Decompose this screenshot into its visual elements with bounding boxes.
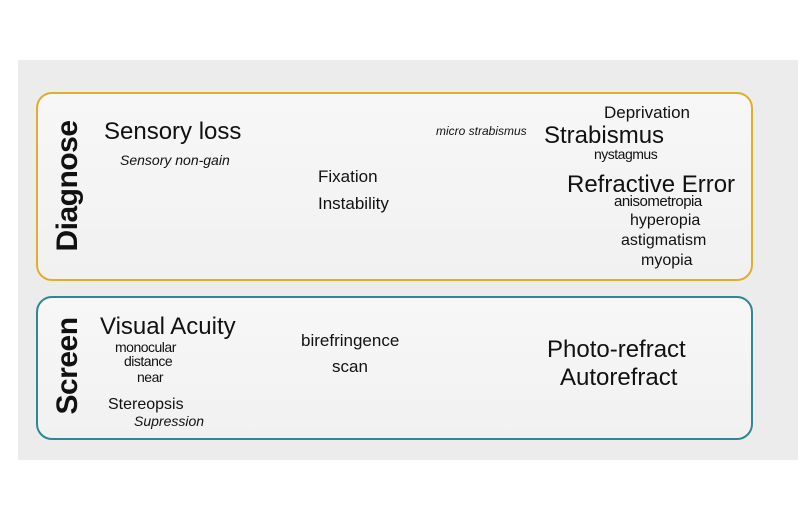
stereopsis-text: Stereopsis	[108, 396, 184, 413]
fixation-text: Fixation	[318, 167, 378, 186]
diagnose-label: Diagnose	[51, 120, 84, 252]
diagram-canvas: Diagnose Sensory loss Sensory non-gain F…	[18, 60, 798, 460]
instability-text: Instability	[318, 194, 389, 213]
supression-text: Supression	[134, 413, 205, 429]
screen-panel	[36, 296, 753, 440]
photo-refract-text: Photo-refract	[547, 336, 686, 363]
scan-text: scan	[332, 357, 368, 376]
screen-label: Screen	[51, 317, 84, 415]
astigmatism-text: astigmatism	[621, 232, 707, 249]
sensory-loss-text: Sensory loss	[104, 118, 242, 145]
autorefract-text: Autorefract	[560, 364, 678, 391]
deprivation-text: Deprivation	[604, 103, 690, 122]
anisometropia-text: anisometropia	[614, 193, 702, 210]
near-text: near	[137, 369, 164, 385]
myopia-text: myopia	[641, 252, 693, 269]
hyperopia-text: hyperopia	[630, 212, 701, 229]
nystagmus-text: nystagmus	[594, 146, 658, 162]
diagnose-panel	[36, 92, 753, 281]
micro-strabismus-text: micro strabismus	[436, 124, 527, 138]
distance-text: distance	[124, 353, 173, 369]
refractive-error-text: Refractive Error	[567, 171, 736, 198]
visual-acuity-text: Visual Acuity	[100, 313, 236, 340]
monocular-text: monocular	[115, 339, 176, 355]
strabismus-text: Strabismus	[544, 122, 665, 149]
sensory-non-gain-text: Sensory non-gain	[120, 152, 230, 168]
birefringence-text: birefringence	[301, 331, 400, 350]
